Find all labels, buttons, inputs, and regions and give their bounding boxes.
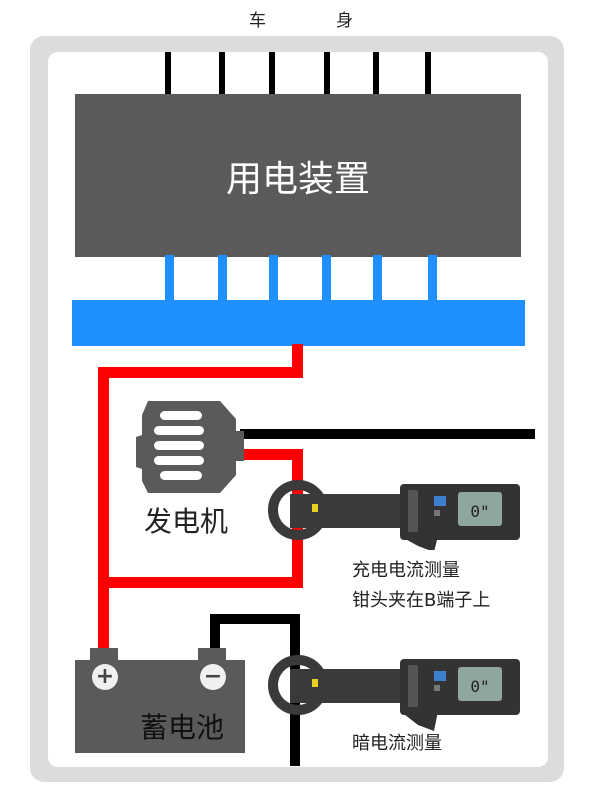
car-body-label-left: 车 xyxy=(249,11,266,31)
battery-plus-symbol: + xyxy=(92,664,118,690)
clamp-meter-icon: 0" xyxy=(268,655,520,731)
positive-wire xyxy=(98,577,303,588)
ground-wire xyxy=(269,52,275,96)
car-body-label-right: 身 xyxy=(336,11,353,31)
positive-wire xyxy=(98,367,109,650)
generator-b-terminal-wire xyxy=(240,449,303,460)
ground-wire xyxy=(425,52,431,96)
svg-text:0": 0" xyxy=(470,677,489,696)
battery-ground-wire xyxy=(210,614,300,624)
power-connector xyxy=(165,255,174,303)
battery-ground-wire xyxy=(210,614,220,654)
electrical-load-device: 用电装置 xyxy=(75,94,521,257)
generator-label: 发电机 xyxy=(144,505,229,538)
positive-wire xyxy=(292,344,303,376)
power-connector xyxy=(322,255,331,303)
ground-wire xyxy=(324,52,330,96)
power-connector xyxy=(428,255,437,303)
charging-clamp-caption-line1: 充电电流测量 xyxy=(352,560,460,581)
power-connector xyxy=(373,255,382,303)
dark-current-caption: 暗电流测量 xyxy=(352,733,442,754)
power-connector xyxy=(269,255,278,303)
power-connector xyxy=(218,255,227,303)
charging-clamp-caption-line2: 钳头夹在B端子上 xyxy=(352,590,491,611)
ground-wire xyxy=(219,52,225,96)
device-label: 用电装置 xyxy=(225,158,370,200)
clamp-meter-icon: 0" xyxy=(268,480,520,550)
battery-negative-terminal xyxy=(198,648,226,662)
generator-icon xyxy=(136,401,244,493)
ground-wire xyxy=(373,52,379,96)
generator-ground-wire xyxy=(240,429,535,439)
svg-text:0": 0" xyxy=(470,502,489,521)
ground-wire xyxy=(165,52,171,96)
battery-minus-symbol: − xyxy=(200,664,226,690)
power-bus-bar xyxy=(72,300,525,346)
battery-positive-terminal xyxy=(90,648,118,662)
positive-wire xyxy=(98,367,303,378)
battery-label: 蓄电池 xyxy=(140,711,225,744)
